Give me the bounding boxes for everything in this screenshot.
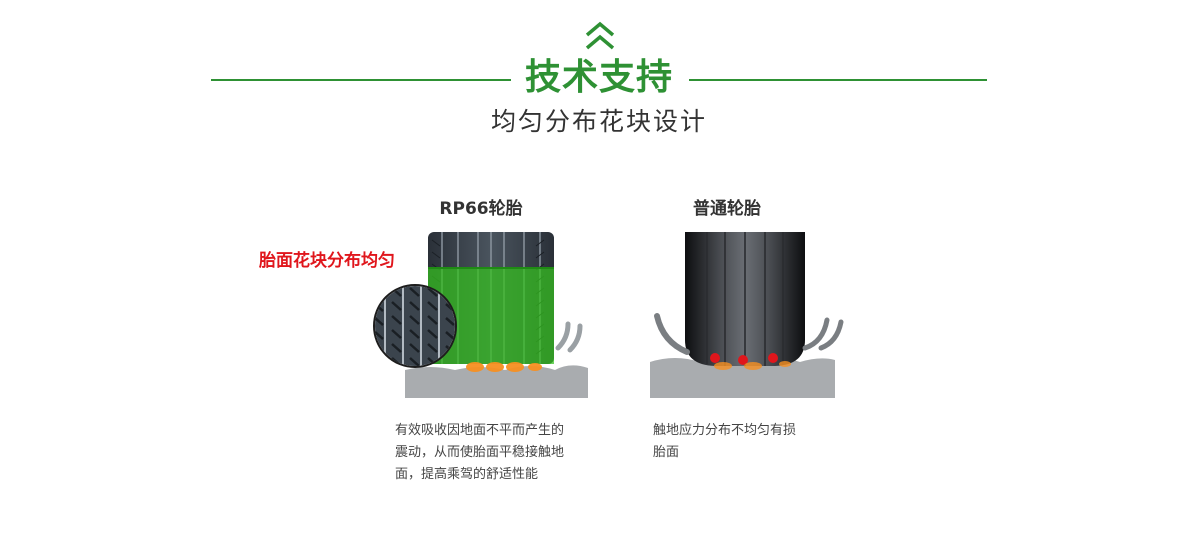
- ordinary-tire-label: 普通轮胎: [693, 199, 761, 219]
- double-chevron-up-icon: [585, 21, 615, 50]
- rp66-description-line-3: 面，提高乘驾的舒适性能: [395, 467, 539, 482]
- ordinary-tire-illustration: [650, 232, 844, 398]
- section-subtitle: 均匀分布花块设计: [490, 107, 707, 136]
- rp66-description-line-2: 震动，从而使胎面平稳接触地: [395, 445, 565, 460]
- ordinary-description: 触地应力分布不均匀有损 胎面: [653, 420, 853, 464]
- ordinary-description-line-2: 胎面: [653, 445, 680, 460]
- header-rule-right: [689, 79, 987, 81]
- ordinary-description-line-1: 触地应力分布不均匀有损: [653, 423, 797, 438]
- rp66-tire-label: RP66轮胎: [439, 199, 523, 219]
- rp66-tire-illustration: [373, 232, 588, 398]
- header-rule-left: [211, 79, 511, 81]
- tread-callout-label: 胎面花块分布均匀: [259, 251, 395, 271]
- rp66-description-line-1: 有效吸收因地面不平而产生的: [395, 423, 565, 438]
- rp66-description: 有效吸收因地面不平而产生的 震动，从而使胎面平稳接触地 面，提高乘驾的舒适性能: [395, 420, 625, 486]
- section-title: 技术支持: [0, 56, 1198, 100]
